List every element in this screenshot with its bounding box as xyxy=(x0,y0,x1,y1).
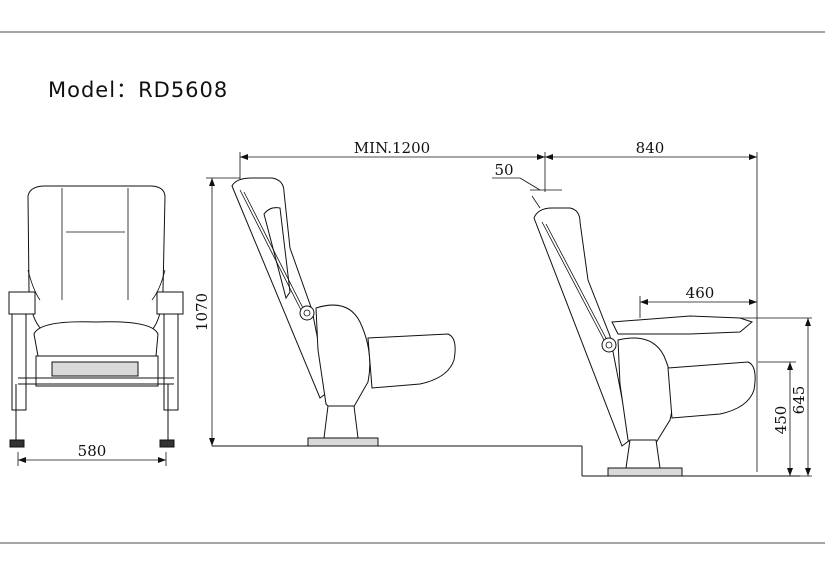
side-pivot xyxy=(299,305,315,321)
dim-450-arrow-bottom xyxy=(787,468,793,476)
side-back-inner xyxy=(239,189,307,315)
dim-seat-depth: 460 xyxy=(639,284,757,318)
dim-580-arrow-right xyxy=(158,457,166,463)
side-foot xyxy=(307,437,379,447)
stepped-armrest xyxy=(611,315,754,335)
side-base xyxy=(323,405,359,439)
side-view-upright: 1070 xyxy=(193,177,582,447)
front-arm-right xyxy=(163,313,179,411)
front-backrest-inner xyxy=(61,188,129,300)
dim-front-width: 580 xyxy=(78,442,107,460)
dim-1200-arrow-left xyxy=(240,154,248,160)
dim-580-arrow-left xyxy=(18,457,26,463)
dim-450-arrow-top xyxy=(787,362,793,370)
dim-row-spacing-text: MIN.1200 xyxy=(354,139,430,157)
model-number: RD5608 xyxy=(138,78,229,102)
model-title: Model：RD5608 xyxy=(48,74,228,104)
dim-840-arrow-right xyxy=(749,154,757,160)
stepped-base xyxy=(625,439,661,469)
front-arm-left xyxy=(11,313,27,411)
dim-armrest-height-text: 645 xyxy=(790,386,808,415)
stepped-back-inner xyxy=(541,221,609,343)
dim-1070-arrow-top xyxy=(209,178,215,186)
side-pivot-inner xyxy=(303,309,311,317)
model-label: Model xyxy=(48,78,117,102)
dim-row-spacing: MIN.1200 xyxy=(239,139,546,192)
side-seat-body xyxy=(315,304,371,414)
side-backrest xyxy=(231,177,329,399)
stepped-pivot-inner xyxy=(605,341,613,349)
front-wing-right xyxy=(151,269,166,301)
dim-460-arrow-right xyxy=(749,299,757,305)
stepped-backrest xyxy=(533,207,631,447)
dim-460-arrow-left xyxy=(640,299,648,305)
dim-seat-height-text: 450 xyxy=(772,406,790,435)
front-wing-left xyxy=(27,269,41,301)
dim-depth: 840 xyxy=(545,139,758,472)
dim-seat-depth-text: 460 xyxy=(686,284,715,302)
stepped-seat-cushion xyxy=(667,361,756,419)
dim-840-arrow-left xyxy=(545,154,553,160)
front-seat-cushion xyxy=(33,321,159,361)
model-separator: ： xyxy=(116,78,139,102)
dim-1200-arrow-right xyxy=(537,154,545,160)
stepped-foot xyxy=(607,467,683,477)
dim-645-arrow-bottom xyxy=(805,468,811,476)
stepped-pivot xyxy=(601,337,617,353)
dim-depth-text: 840 xyxy=(636,139,665,157)
dim-back-tilt-text: 50 xyxy=(494,161,513,179)
side-seat-cushion xyxy=(367,333,456,389)
dim-height: 1070 xyxy=(193,293,211,331)
dim-50-leader-diag xyxy=(519,177,541,191)
dim-back-tilt: 50 xyxy=(492,161,562,209)
dim-right-verticals: 450 645 xyxy=(740,317,812,477)
dim-1070-arrow-bottom xyxy=(209,438,215,446)
front-foot-left xyxy=(9,439,25,448)
front-foot-right xyxy=(159,439,175,448)
front-backrest xyxy=(27,185,166,331)
side-view-stepped xyxy=(533,207,800,477)
dim-645-arrow-top xyxy=(805,318,811,326)
front-cupholder-left xyxy=(8,291,36,315)
front-mechanism xyxy=(51,361,139,377)
front-cupholder-right xyxy=(156,291,184,315)
front-view: 580 xyxy=(8,185,184,466)
dim-50-tick xyxy=(531,195,541,209)
